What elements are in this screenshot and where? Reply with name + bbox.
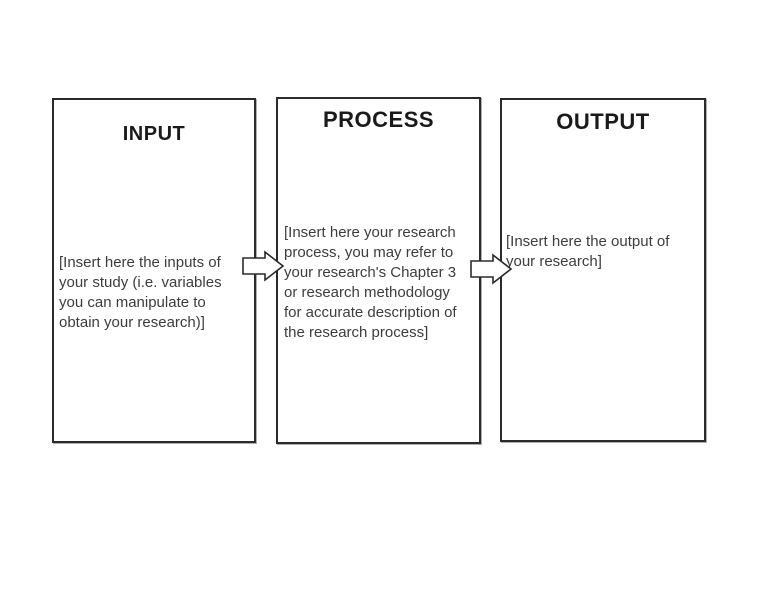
process-box: PROCESS [Insert here your research proce… <box>276 97 481 444</box>
process-to-output-arrow-icon <box>470 253 513 285</box>
process-box-title: PROCESS <box>322 107 435 132</box>
input-box: INPUT [Insert here the inputs of your st… <box>52 98 256 443</box>
input-box-body: [Insert here the inputs of your study (i… <box>59 254 222 331</box>
process-box-body: [Insert here your research process, you … <box>284 224 457 341</box>
output-box-body: [Insert here the output of your research… <box>506 233 670 270</box>
input-to-process-arrow-icon <box>242 250 285 282</box>
input-box-title: INPUT <box>122 123 186 145</box>
output-box: OUTPUT [Insert here the output of your r… <box>500 98 706 442</box>
output-box-title: OUTPUT <box>556 109 650 134</box>
